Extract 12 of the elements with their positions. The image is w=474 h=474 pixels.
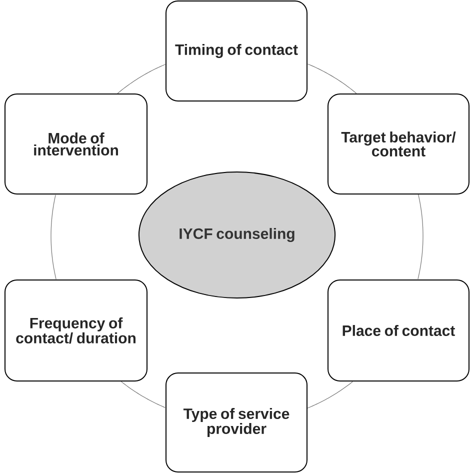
factor-box: Timing of contact	[166, 0, 308, 102]
factor-box: Target behavior/ content	[328, 94, 470, 194]
factor-box: Mode of intervention	[4, 94, 148, 194]
factor-box: Type of service provider	[166, 372, 308, 472]
connector-arc	[117, 64, 166, 94]
connector-arc	[308, 64, 357, 94]
connector-arc	[120, 381, 166, 408]
factor-box: Place of contact	[328, 280, 470, 382]
connector-arc	[418, 194, 424, 280]
connector-arc	[50, 194, 56, 280]
connector-arc	[307, 381, 353, 408]
factor-box: Frequency of contact/ duration	[4, 280, 148, 382]
